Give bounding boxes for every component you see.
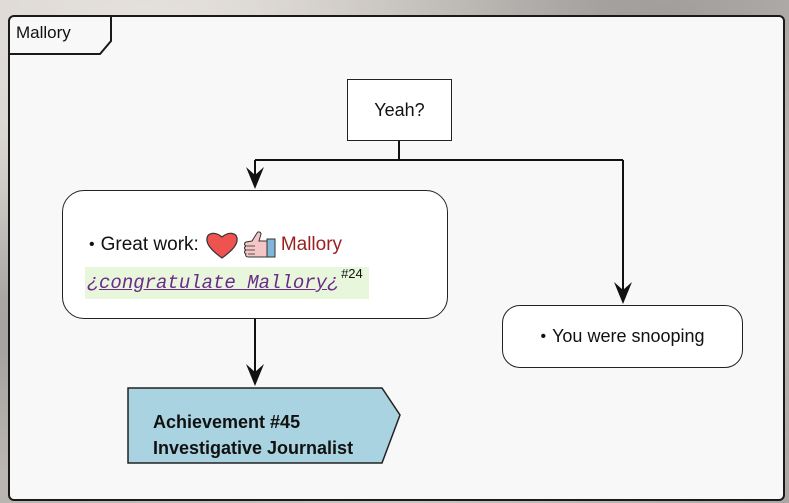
node-great-work: • Great work: Mallory ¿ congratulate Mal…: [62, 190, 448, 319]
arrowhead-to-great-work: [246, 167, 264, 189]
achievement-text: Achievement #45 Investigative Journalist: [153, 409, 353, 461]
congratulate-action: ¿ congratulate Mallory ¿ #24: [85, 265, 369, 299]
mallory-name: Mallory: [280, 234, 343, 255]
arrowhead-to-snooping: [614, 282, 632, 304]
bullet-icon: •: [89, 236, 95, 253]
achievement-number: Achievement #45: [153, 412, 301, 432]
heart-icon: [206, 232, 238, 259]
diagram-panel: Mallory Yeah? • Great work:: [8, 15, 785, 501]
great-work-line: • Great work: Mallory: [89, 231, 342, 259]
achievement-banner-shape: [127, 387, 401, 464]
achievement-title: Investigative Journalist: [153, 438, 354, 458]
congratulate-mallory-link[interactable]: congratulate Mallory: [99, 272, 328, 294]
action-close-mark: ¿: [327, 271, 340, 295]
arrowhead-to-achievement: [246, 364, 264, 386]
node-snooping: • You were snooping: [502, 305, 743, 368]
node-yeah: Yeah?: [347, 79, 452, 141]
frame-tab-shape: [10, 17, 112, 55]
action-reference: #24: [341, 265, 363, 281]
thumbs-up-icon: [243, 231, 276, 258]
action-open-mark: ¿: [87, 271, 100, 295]
node-yeah-label: Yeah?: [374, 99, 425, 120]
achievement-banner: Achievement #45 Investigative Journalist: [127, 387, 402, 470]
snooping-text: You were snooping: [552, 326, 705, 346]
great-work-text: Great work:: [100, 234, 199, 255]
frame-title: Mallory: [16, 23, 71, 42]
flow-arrows: [246, 141, 632, 386]
bullet-icon: •: [540, 327, 547, 345]
